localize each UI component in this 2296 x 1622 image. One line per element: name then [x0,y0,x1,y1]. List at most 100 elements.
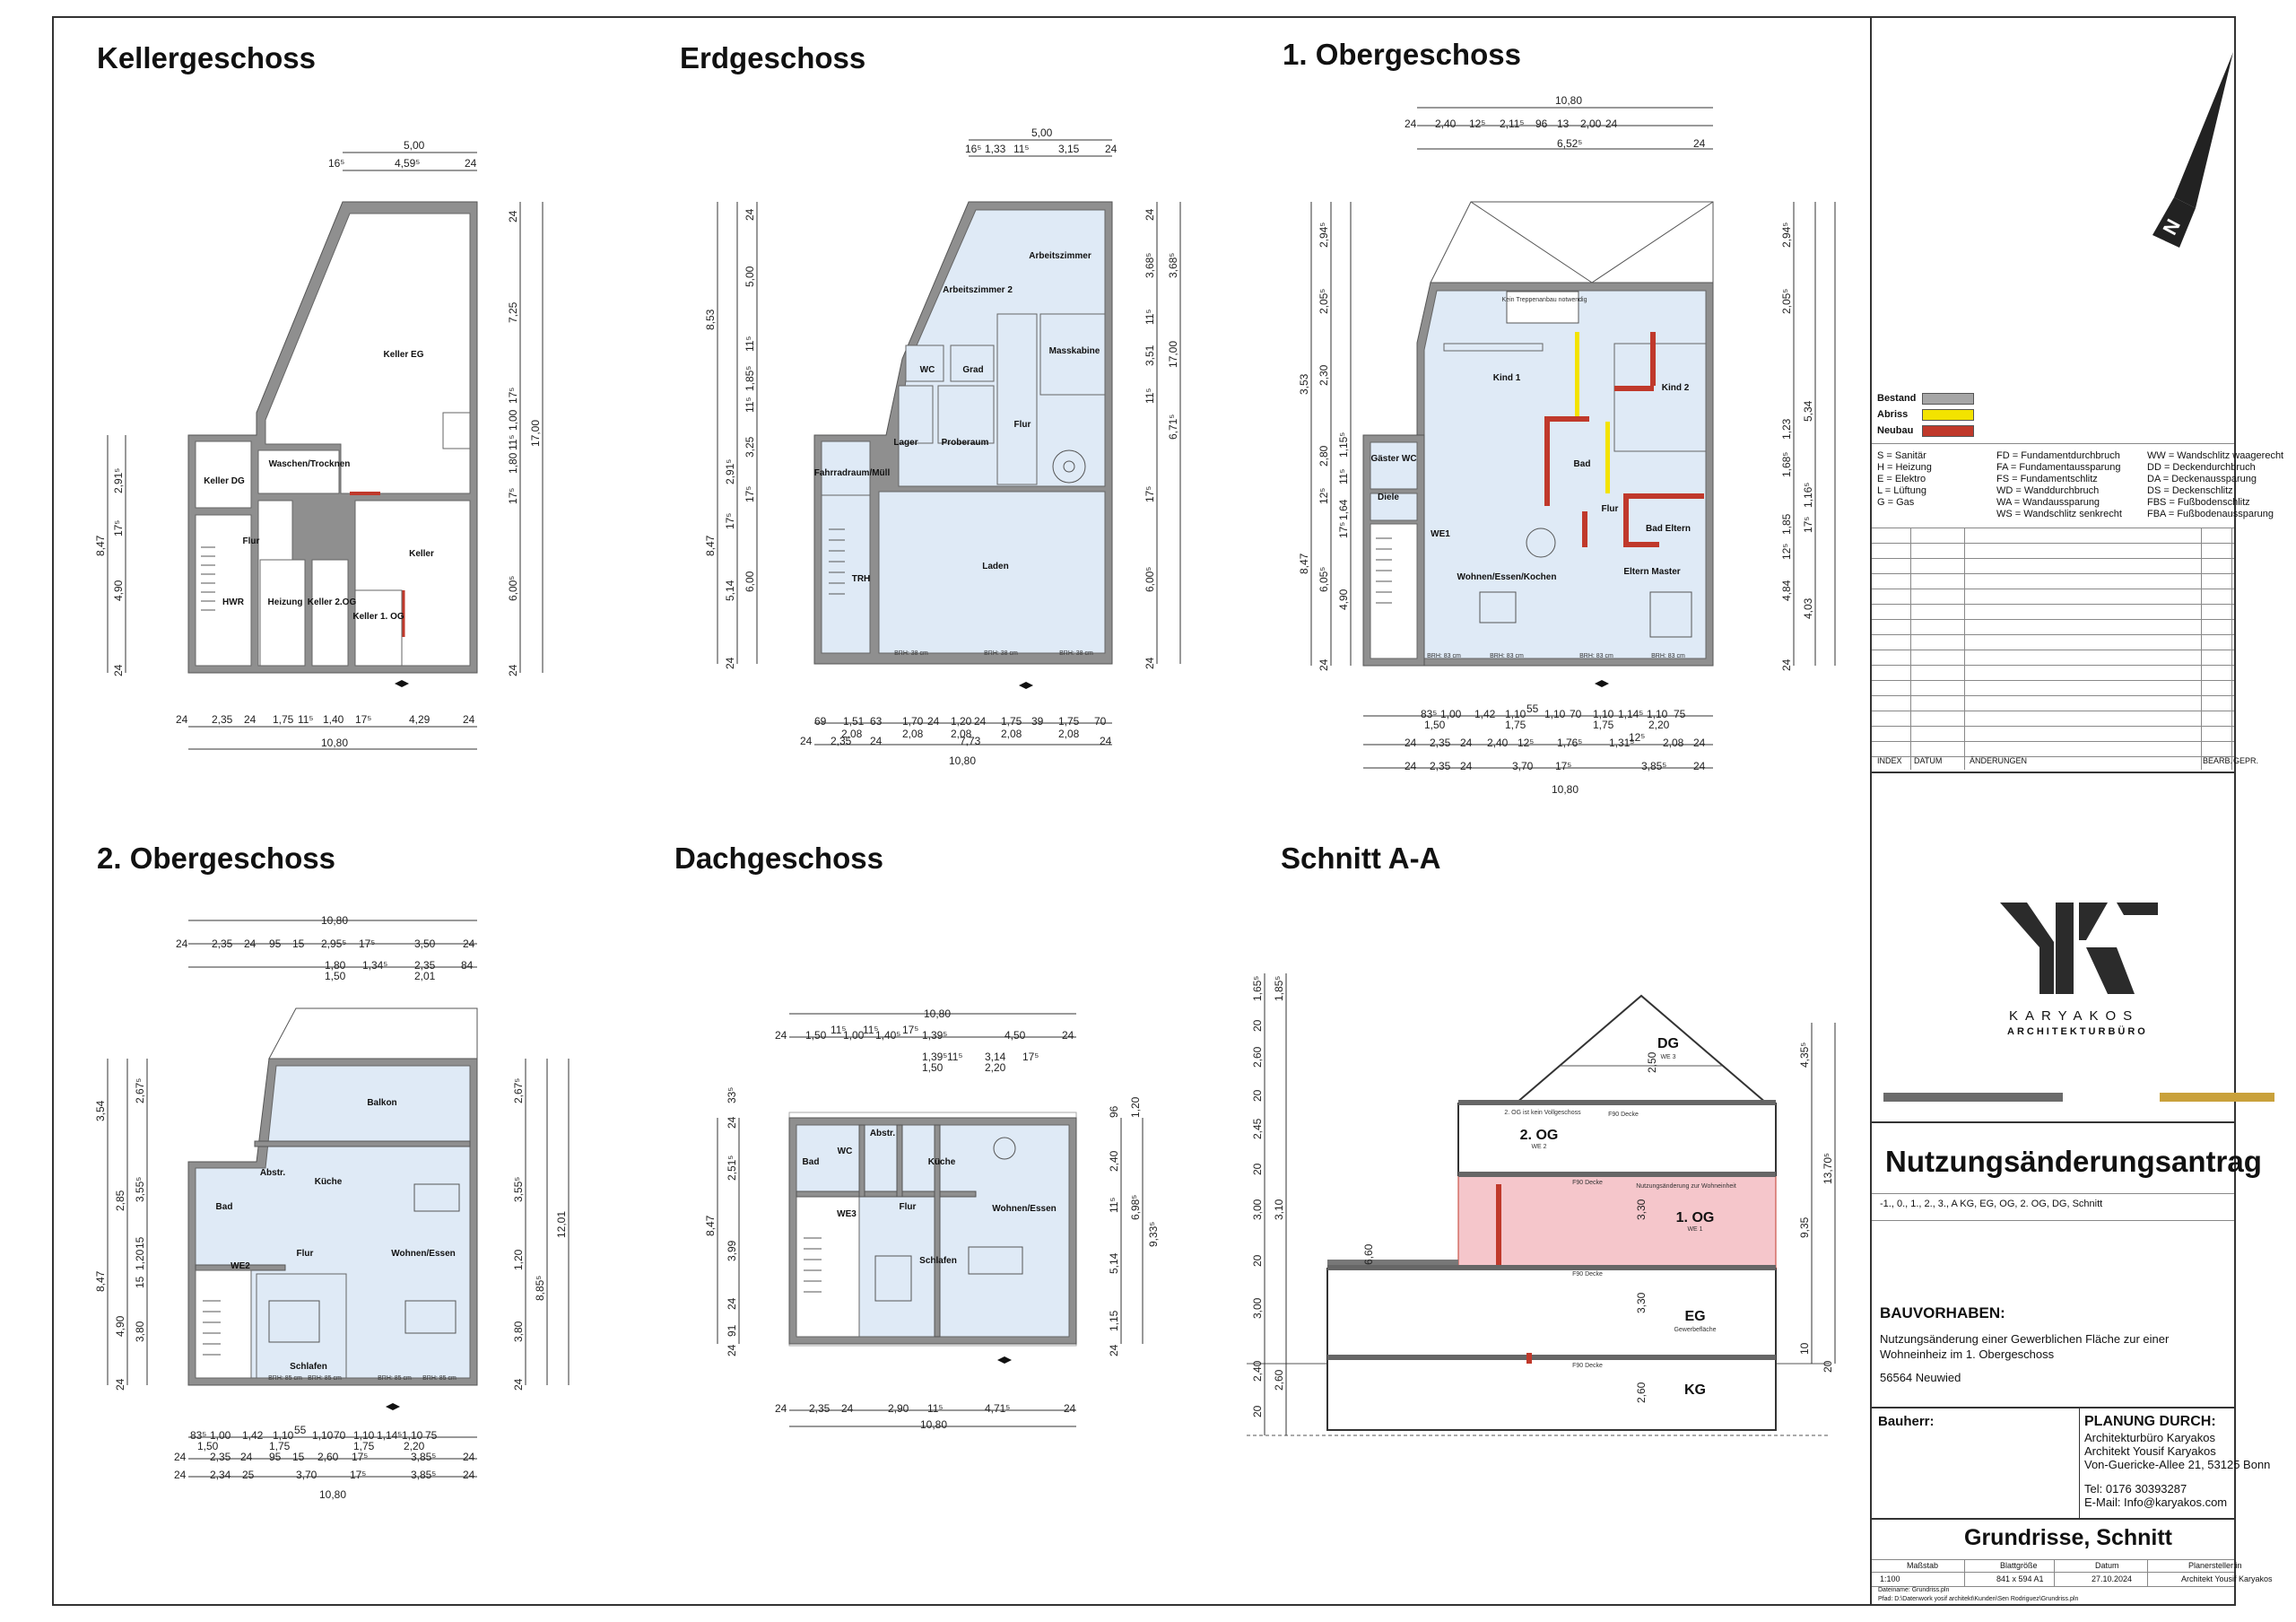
svg-text:1,10: 1,10 [353,1429,375,1442]
svg-text:4,84: 4,84 [1780,580,1793,601]
svg-text:2,60: 2,60 [1273,1369,1285,1391]
svg-text:WE 1: WE 1 [1687,1226,1702,1233]
svg-text:4,29: 4,29 [409,713,430,726]
svg-text:BRH: 85 cm: BRH: 85 cm [422,1375,457,1382]
svg-text:12⁵: 12⁵ [1469,118,1485,130]
svg-text:24: 24 [1693,760,1706,772]
svg-text:3,85⁵: 3,85⁵ [411,1451,436,1463]
svg-text:2,35: 2,35 [212,713,233,726]
svg-text:75: 75 [425,1429,438,1442]
svg-text:6,00: 6,00 [744,571,756,592]
svg-text:17⁵: 17⁵ [724,513,736,529]
meta-label-planersteller: Planersteller:in [2188,1561,2242,1570]
svg-text:3,68⁵: 3,68⁵ [1144,253,1156,278]
svg-text:3,14: 3,14 [985,1051,1006,1063]
svg-text:Bad: Bad [216,1202,233,1212]
svg-text:2,90: 2,90 [888,1402,909,1415]
svg-text:3,85⁵: 3,85⁵ [411,1469,436,1481]
svg-text:7,25: 7,25 [507,301,519,323]
svg-text:2,67⁵: 2,67⁵ [134,1078,146,1103]
change-header-bearb: BEARB. [2203,756,2233,765]
svg-text:6,60: 6,60 [1362,1243,1375,1265]
svg-text:17⁵: 17⁵ [352,1451,368,1463]
svg-text:Keller: Keller [409,549,434,559]
svg-text:17,00: 17,00 [529,420,542,447]
svg-text:1,50: 1,50 [325,970,346,982]
svg-text:6,00⁵: 6,00⁵ [507,576,519,601]
svg-text:1,64: 1,64 [1337,499,1350,520]
svg-text:1,10: 1,10 [1593,708,1614,720]
svg-text:5,00: 5,00 [1031,126,1053,139]
svg-text:Nutzungsänderung zur Wohneinhe: Nutzungsänderung zur Wohneinheit [1636,1183,1736,1190]
svg-text:24: 24 [1108,1344,1120,1356]
svg-text:3,99: 3,99 [726,1240,738,1261]
legend-swatch-neubau [1922,425,1974,437]
svg-text:24: 24 [1693,137,1706,150]
plan-2-obergeschoss: 10,80 24 2,35 24 95 15 2,95⁵ 17⁵ 3,50 24… [94,915,570,1501]
plan-list: -1., 0., 1., 2., 3., A KG, EG, OG, 2. OG… [1880,1199,2103,1209]
svg-text:KG: KG [1684,1382,1706,1398]
svg-text:1,70: 1,70 [902,715,924,728]
svg-text:2,35: 2,35 [1430,737,1451,749]
svg-text:3,25: 3,25 [744,436,756,458]
svg-text:1,31⁵: 1,31⁵ [1609,737,1634,749]
svg-text:1,14⁵: 1,14⁵ [377,1429,402,1442]
svg-text:24: 24 [974,715,987,728]
svg-text:33⁵: 33⁵ [726,1087,738,1103]
svg-text:2,00: 2,00 [1580,118,1602,130]
svg-text:16⁵: 16⁵ [965,143,981,155]
svg-text:1,39⁵: 1,39⁵ [922,1029,947,1042]
svg-text:24: 24 [176,937,188,950]
svg-text:6,05⁵: 6,05⁵ [1318,567,1330,592]
svg-text:4,71⁵: 4,71⁵ [985,1402,1010,1415]
svg-text:F90 Decke: F90 Decke [1572,1363,1603,1369]
svg-text:Keller 2.OG: Keller 2.OG [308,597,357,607]
svg-text:8,53: 8,53 [704,309,717,330]
svg-text:1,10: 1,10 [312,1429,334,1442]
svg-text:24: 24 [1100,735,1112,747]
svg-text:10,80: 10,80 [319,1488,346,1501]
svg-text:84: 84 [461,959,474,972]
svg-text:5,14: 5,14 [1108,1252,1120,1274]
meta-label-datum: Datum [2095,1561,2119,1570]
svg-text:13,70⁵: 13,70⁵ [1822,1153,1834,1184]
svg-text:DG: DG [1657,1036,1679,1051]
north-arrow-icon: N [2152,52,2233,248]
svg-text:1,75: 1,75 [1058,715,1080,728]
svg-text:12⁵: 12⁵ [1780,544,1793,560]
svg-text:70: 70 [1570,708,1582,720]
svg-text:Küche: Küche [928,1157,956,1167]
svg-text:WE1: WE1 [1431,529,1450,539]
svg-text:24: 24 [465,157,477,170]
svg-text:5,34: 5,34 [1802,400,1814,422]
change-table-row [1872,756,2234,757]
svg-text:24: 24 [174,1469,187,1481]
svg-text:95: 95 [269,1451,282,1463]
svg-text:1,20: 1,20 [134,1249,146,1270]
svg-text:4,90: 4,90 [114,1315,126,1337]
svg-text:20: 20 [1251,1089,1264,1102]
project-location: 56564 Neuwied [1880,1371,1961,1384]
svg-text:1,42: 1,42 [242,1429,264,1442]
svg-text:Laden: Laden [982,562,1008,571]
svg-text:25: 25 [242,1469,255,1481]
svg-text:1,42: 1,42 [1474,708,1496,720]
svg-text:6,71⁵: 6,71⁵ [1167,414,1179,440]
svg-text:2,80: 2,80 [1318,445,1330,467]
svg-text:1,10: 1,10 [1505,708,1526,720]
svg-text:55: 55 [294,1424,307,1436]
meta-value-planersteller: Architekt Yousif Karyakos [2181,1574,2273,1583]
change-table-row [1872,680,2234,681]
svg-text:1,10: 1,10 [273,1429,294,1442]
svg-text:1,15⁵: 1,15⁵ [1337,432,1350,458]
svg-text:Abstr.: Abstr. [260,1168,286,1178]
svg-text:1,75: 1,75 [1593,719,1614,731]
svg-text:2,40: 2,40 [1251,1360,1264,1382]
svg-text:BRH: 83 cm: BRH: 83 cm [1579,653,1613,659]
svg-text:17⁵: 17⁵ [350,1469,366,1481]
svg-text:24: 24 [176,713,188,726]
svg-text:TRH: TRH [852,574,871,584]
svg-text:WC: WC [838,1147,853,1156]
